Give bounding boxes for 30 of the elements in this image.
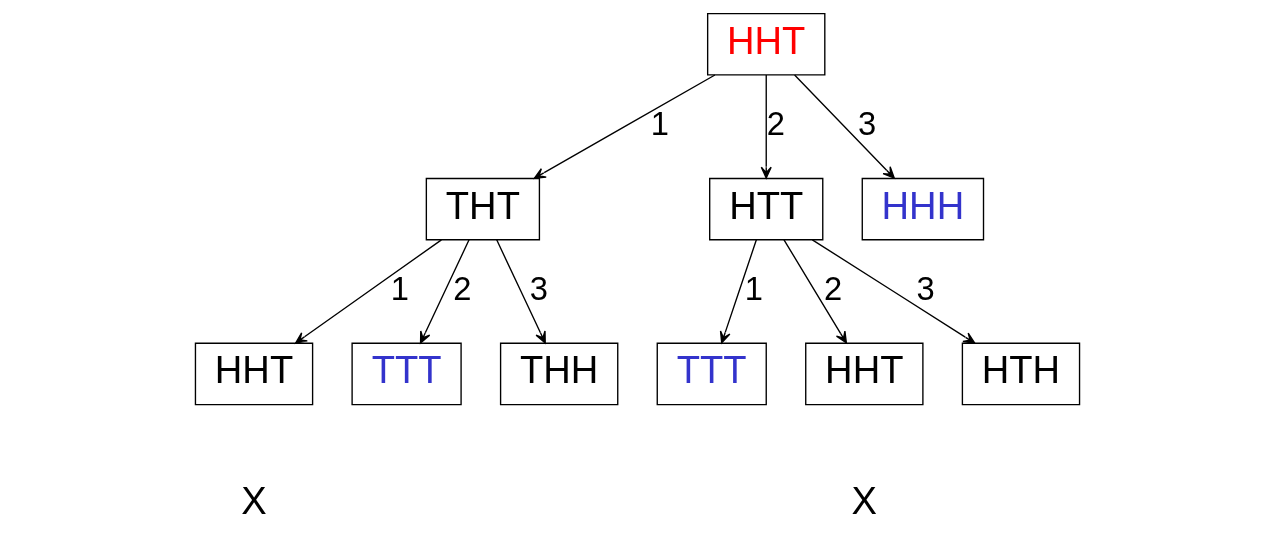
- edge-label: 1: [650, 105, 669, 143]
- edge-label: 2: [452, 269, 472, 307]
- edge-label: 3: [857, 105, 876, 143]
- arrow: [294, 239, 442, 344]
- arrow: [811, 239, 975, 344]
- node-box: THT: [425, 177, 540, 241]
- arrow: [419, 239, 470, 344]
- edge-label: 3: [529, 269, 548, 307]
- edge-label: 2: [766, 105, 785, 143]
- node-label: X: [240, 479, 267, 523]
- edge-label: 3: [916, 269, 935, 307]
- edge-label: 2: [823, 269, 842, 307]
- node-box: HHT: [706, 12, 825, 76]
- node-box: TTT: [350, 342, 462, 406]
- node-box: HTH: [961, 342, 1080, 406]
- node-box: THH: [499, 342, 618, 406]
- node-box: HTT: [708, 177, 823, 241]
- node-box: HHT: [194, 342, 313, 406]
- arrow: [782, 239, 847, 344]
- node-box: HHT: [804, 342, 924, 406]
- arrow: [533, 74, 716, 179]
- arrow: [495, 239, 546, 344]
- arrow: [760, 74, 772, 179]
- edge-label: 1: [744, 269, 763, 307]
- node-box: TTT: [656, 342, 767, 406]
- arrow: [793, 74, 895, 179]
- node-label: X: [851, 479, 877, 523]
- edge-label: 1: [390, 269, 409, 307]
- node-box: HHH: [861, 177, 984, 241]
- arrow: [719, 239, 757, 344]
